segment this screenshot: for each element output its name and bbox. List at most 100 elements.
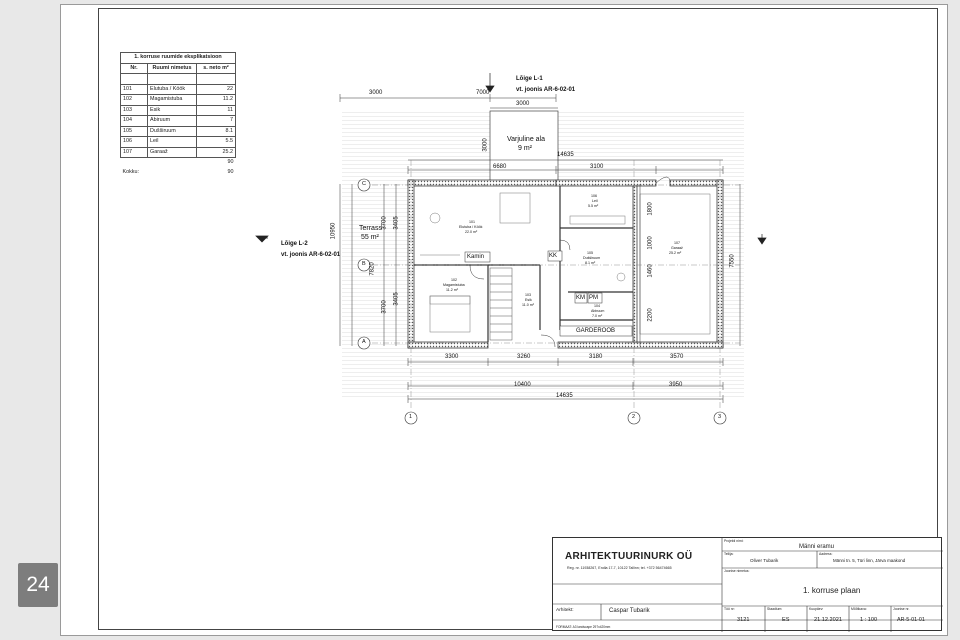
project-label: Projekti nimi: — [724, 539, 744, 543]
section-markers — [255, 73, 767, 245]
dim-right-1460: 1460 — [647, 264, 654, 278]
room-107-nr: 107 — [674, 241, 680, 245]
dim-top-3000-left: 3000 — [369, 90, 383, 96]
dim-right-1000: 1000 — [647, 236, 654, 250]
dim-bot-3570: 3570 — [670, 354, 684, 360]
grid-col-2: 2 — [632, 414, 636, 420]
dim-left-7820: 7820 — [369, 262, 376, 276]
room-101-name: Elutuba / Köök — [459, 225, 483, 229]
explication-total: 90 — [227, 168, 234, 175]
room-101-area: 22.0 m² — [465, 230, 478, 234]
dim-bot-14635: 14635 — [556, 393, 573, 399]
room-105-name: Dušširuum — [583, 256, 601, 260]
room-102-area: 11.2 m² — [446, 288, 458, 292]
dim-left-3700a: 3700 — [381, 216, 388, 230]
dim-bot-3950: 3950 — [669, 382, 683, 388]
section-l2-label: Lõige L-2 — [281, 241, 308, 247]
room-103-nr: 103 — [525, 293, 531, 297]
dim-left-3700b: 3700 — [381, 300, 388, 314]
room-106-name: Leil — [592, 199, 598, 203]
dim-bot-3180: 3180 — [589, 354, 603, 360]
tag-garderoob: GARDEROOB — [576, 328, 616, 334]
row-area: 8.1 — [196, 125, 236, 137]
scale-label: Mõõtkava: — [851, 607, 867, 611]
canopy-area — [489, 110, 559, 184]
dim-top-3000-vert: 3000 — [482, 138, 489, 152]
architect-label: Arhitekt: — [556, 608, 574, 613]
dim-right-2200: 2200 — [647, 308, 654, 322]
room-106-nr: 106 — [591, 194, 597, 198]
title-block: ARHITEKTUURINURK OÜ Reg. nr. 11938267, E… — [552, 537, 943, 632]
tag-km: KM — [576, 295, 585, 301]
room-104-nr: 104 — [594, 304, 600, 308]
grid-col-1: 1 — [409, 414, 413, 420]
company-name: ARHITEKTUURINURK OÜ — [565, 551, 693, 562]
canopy-label: Varjuline ala — [507, 136, 546, 143]
tag-boxes — [464, 250, 633, 337]
sheet-label: Joonise nr. — [893, 607, 910, 611]
grid-row-c: C — [362, 181, 366, 187]
tag-pm: PM — [589, 295, 598, 301]
page-number: 24 — [26, 573, 50, 596]
drawing-label: Joonise nimetus: — [724, 569, 750, 573]
date-label: Kuupäev: — [809, 607, 824, 611]
architect-name: Caspar Tubarik — [609, 608, 650, 614]
row-area: 25.2 — [196, 146, 236, 158]
address: Männi tn. 5, Türi linn, Järva maakond — [833, 558, 906, 563]
dim-bot-3300: 3300 — [445, 354, 459, 360]
room-101-nr: 101 — [469, 220, 475, 224]
terrace-area: 55 m² — [361, 234, 379, 241]
work-no: 3121 — [737, 617, 750, 623]
doors — [469, 176, 671, 348]
explication-subtotal: 90 — [227, 159, 234, 165]
dim-right-7550: 7550 — [729, 254, 736, 268]
room-107-area: 25.2 m² — [669, 251, 682, 255]
dimension-lines — [339, 94, 741, 403]
stage-label: Staadium: — [767, 607, 783, 611]
page-number-badge[interactable]: 24 — [18, 563, 58, 607]
explication-total-label: Kokku: — [122, 168, 139, 175]
room-102-nr: 102 — [451, 278, 457, 282]
project-name: Männi eramu — [799, 544, 835, 550]
dim-left-3405b: 3405 — [393, 292, 400, 306]
section-l1-ref: vt. joonis AR-6-02-01 — [516, 87, 576, 93]
dim-bot-3260: 3260 — [517, 354, 531, 360]
dim-top-3100: 3100 — [590, 164, 604, 170]
room-103-name: Esik — [525, 298, 532, 302]
drawing-name: 1. korruse plaan — [803, 586, 861, 595]
staircase — [489, 267, 513, 341]
address-label: Aadress: — [819, 552, 833, 556]
grid-axes — [372, 160, 740, 410]
room-102-name: Magamistuba — [443, 283, 465, 287]
section-l2-ref: vt. joonis AR-6-02-01 — [281, 252, 341, 258]
work-label: Töö nr: — [724, 607, 735, 611]
tag-kamin: Kamin — [467, 254, 485, 260]
dim-bot-10400: 10400 — [514, 382, 531, 388]
room-105-nr: 105 — [587, 251, 593, 255]
dim-top-14635: 14635 — [557, 152, 574, 158]
client-name: Oliver Tubarik — [750, 558, 779, 563]
grid-row-a: A — [362, 339, 366, 345]
terrace-label: Terrass — [359, 225, 382, 232]
dim-left-3405a: 3405 — [393, 216, 400, 230]
grid-row-b: B — [362, 261, 366, 267]
dim-left-10950: 10950 — [330, 222, 337, 240]
tag-kk: KK — [549, 253, 558, 259]
row-area: 5.5 — [196, 136, 236, 148]
room-104-name: Abiruum — [591, 309, 605, 313]
stage: ES — [782, 617, 790, 623]
title-block-grid — [553, 538, 943, 632]
sheet-frame — [98, 8, 938, 630]
section-l1-label: Lõige L-1 — [516, 76, 543, 82]
room-106-area: 5.5 m² — [588, 204, 599, 208]
scale: 1 : 100 — [860, 617, 878, 623]
dim-right-1800: 1800 — [647, 202, 654, 216]
grid-bubbles — [357, 178, 727, 425]
dim-top-7000: 7000 — [476, 90, 490, 96]
room-107-name: Garaaž — [671, 246, 683, 250]
client-label: Tellija: — [724, 552, 734, 556]
